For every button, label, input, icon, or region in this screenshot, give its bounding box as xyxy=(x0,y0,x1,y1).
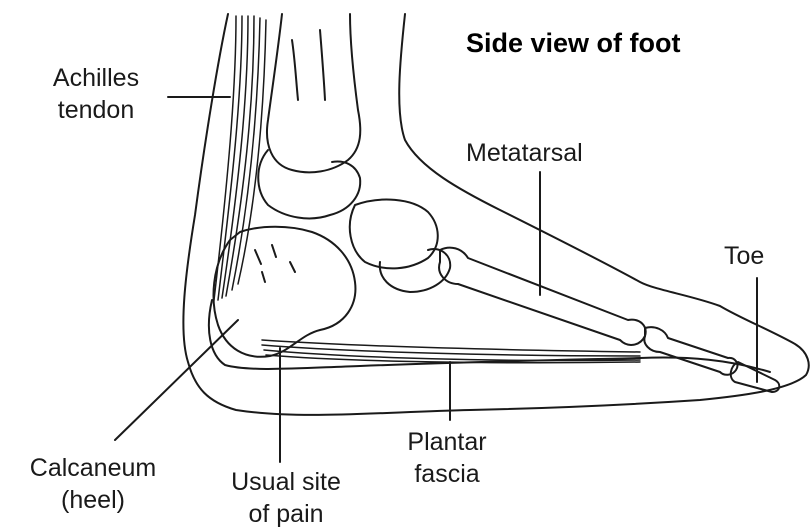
calcaneum-line1: Calcaneum xyxy=(8,452,178,484)
metatarsal-bone xyxy=(439,248,646,345)
label-toe: Toe xyxy=(724,240,764,272)
pain-site-line2: of pain xyxy=(212,498,360,530)
tibia-detail xyxy=(292,30,325,100)
navicular-bone xyxy=(350,200,438,269)
label-achilles-tendon: Achilles tendon xyxy=(32,62,160,126)
label-metatarsal: Metatarsal xyxy=(466,137,583,169)
tibia-bone xyxy=(267,14,360,172)
calcaneum-line2: (heel) xyxy=(8,484,178,516)
achilles-line2: tendon xyxy=(32,94,160,126)
label-plantar-fascia: Plantar fascia xyxy=(388,426,506,490)
diagram-title: Side view of foot xyxy=(466,28,681,59)
label-usual-site-of-pain: Usual site of pain xyxy=(212,466,360,530)
pain-site-line1: Usual site xyxy=(212,466,360,498)
plantar-line2: fascia xyxy=(388,458,506,490)
calcaneum-detail xyxy=(255,245,295,282)
label-calcaneum: Calcaneum (heel) xyxy=(8,452,178,516)
calcaneum-leader xyxy=(115,320,238,440)
achilles-line1: Achilles xyxy=(32,62,160,94)
phalanx-proximal xyxy=(644,327,737,375)
talus-bone xyxy=(258,150,360,218)
plantar-line1: Plantar xyxy=(388,426,506,458)
